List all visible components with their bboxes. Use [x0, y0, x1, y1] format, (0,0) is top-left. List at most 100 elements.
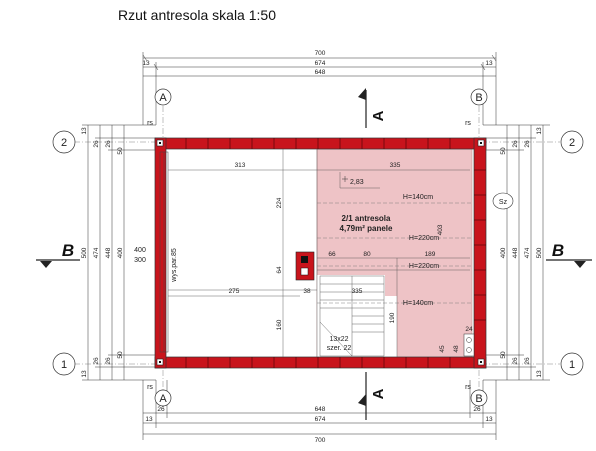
- fixture: [463, 333, 475, 357]
- dim-275: 275: [229, 288, 240, 295]
- top-dimension-chains: [142, 52, 497, 125]
- dim-top-13: 13: [142, 60, 150, 67]
- dim-right-50: 50: [500, 147, 507, 155]
- rs-bottom-right: rs: [465, 384, 471, 391]
- axis-1-left: 1: [61, 359, 67, 371]
- drawing-title: Rzut antresola skala 1:50: [118, 7, 276, 23]
- section-b-left-label: B: [62, 241, 74, 260]
- dim-bot-26: 26: [157, 406, 165, 413]
- dim-bot-13b: 13: [485, 416, 493, 423]
- dim-right-13: 13: [536, 127, 543, 135]
- dim-right-448: 448: [512, 247, 519, 258]
- rs-top-right: rs: [465, 120, 471, 127]
- dim-45: 45: [439, 345, 446, 353]
- dim-38: 38: [303, 288, 311, 295]
- stair-opening: [317, 275, 385, 360]
- dim-left-474: 474: [93, 247, 100, 258]
- room-number: 2/1 antresola: [342, 214, 391, 223]
- dim-top-700: 700: [315, 50, 326, 57]
- dim-left-50b: 50: [117, 351, 124, 359]
- axis-bubbles: [52, 88, 584, 407]
- height-lines: [317, 202, 472, 304]
- dim-300: 300: [134, 257, 146, 264]
- axis-a-bottom: A: [159, 393, 167, 405]
- left-window: [159, 151, 169, 353]
- section-b-right: [546, 259, 592, 268]
- left-dimension-chains: [82, 124, 156, 381]
- dim-left-50: 50: [117, 147, 124, 155]
- dim-right-26: 26: [512, 140, 519, 148]
- axis-a-top: A: [159, 92, 167, 104]
- dim-224: 224: [276, 197, 283, 208]
- dim-bot-13: 13: [145, 416, 153, 423]
- elevation-marker: [342, 176, 348, 182]
- height-220-a: H=220cm: [409, 235, 439, 242]
- dim-right-26d: 26: [524, 357, 531, 365]
- dim-left-26c: 26: [93, 357, 100, 365]
- axis-1-right: 1: [569, 359, 575, 371]
- walls: [154, 137, 487, 369]
- interior-lines: [168, 149, 470, 357]
- window-sill-note: wys.par.85: [171, 248, 178, 283]
- dim-left-26: 26: [93, 140, 100, 148]
- dim-left-26b: 26: [105, 140, 112, 148]
- height-140-top: H=140cm: [403, 194, 433, 201]
- dim-400: 400: [134, 247, 146, 254]
- dim-64: 64: [276, 266, 283, 274]
- dim-top-13b: 13: [485, 60, 493, 67]
- dim-right-500: 500: [536, 247, 543, 258]
- stair-opening-2: [385, 296, 397, 360]
- dim-160: 160: [276, 319, 283, 330]
- dim-403: 403: [437, 224, 444, 235]
- dim-190: 190: [389, 312, 396, 323]
- sz-marker: Sz: [492, 192, 514, 210]
- sz-label: Sz: [499, 199, 508, 206]
- dim-189: 189: [425, 251, 436, 258]
- dim-bot-648: 648: [315, 406, 326, 413]
- axis-2-right: 2: [569, 137, 575, 149]
- section-a-top-label: A: [370, 110, 387, 121]
- dim-bot-700: 700: [315, 437, 326, 444]
- dim-right-474: 474: [524, 247, 531, 258]
- stair-width: szer. 22: [327, 345, 352, 352]
- section-a-bottom: [358, 372, 367, 420]
- dim-right-50b: 50: [500, 351, 507, 359]
- room-area: 4,79m² panele: [340, 224, 393, 233]
- axis-b-top: B: [475, 92, 482, 104]
- dim-left-26d: 26: [105, 357, 112, 365]
- wall-joints: [185, 138, 486, 368]
- section-a-top: [358, 88, 367, 128]
- rs-bottom-left: rs: [147, 384, 153, 391]
- corner-post-cores: [159, 142, 482, 363]
- dim-48: 48: [453, 345, 460, 353]
- dim-335b: 335: [352, 288, 363, 295]
- axis-b-bottom: B: [475, 393, 482, 405]
- elevation-283: 2,83: [350, 179, 364, 186]
- section-b-left: [36, 259, 80, 268]
- dim-313: 313: [235, 162, 246, 169]
- dim-left-500: 500: [81, 247, 88, 258]
- dim-top-648: 648: [315, 69, 326, 76]
- stair-steps: 13x22: [329, 336, 348, 343]
- bottom-dimension-chains: [142, 380, 497, 440]
- dim-335: 335: [390, 162, 401, 169]
- dim-66: 66: [328, 251, 336, 258]
- dim-bot-26b: 26: [473, 406, 481, 413]
- dim-left-13: 13: [81, 127, 88, 135]
- dim-top-674: 674: [315, 60, 326, 67]
- rs-top-left: rs: [147, 120, 153, 127]
- dim-24: 24: [465, 326, 473, 333]
- dim-right-400: 400: [500, 247, 507, 258]
- dim-left-400: 400: [117, 247, 124, 258]
- staircase: [319, 275, 385, 357]
- dim-left-13b: 13: [81, 370, 88, 378]
- dim-80: 80: [363, 251, 371, 258]
- dim-right-26c: 26: [512, 357, 519, 365]
- chimney: [295, 251, 315, 281]
- dim-bot-674: 674: [315, 416, 326, 423]
- axis-2-left: 2: [61, 137, 67, 149]
- dim-left-448: 448: [105, 247, 112, 258]
- dim-right-26b: 26: [524, 140, 531, 148]
- height-140-bottom: H=140cm: [403, 300, 433, 307]
